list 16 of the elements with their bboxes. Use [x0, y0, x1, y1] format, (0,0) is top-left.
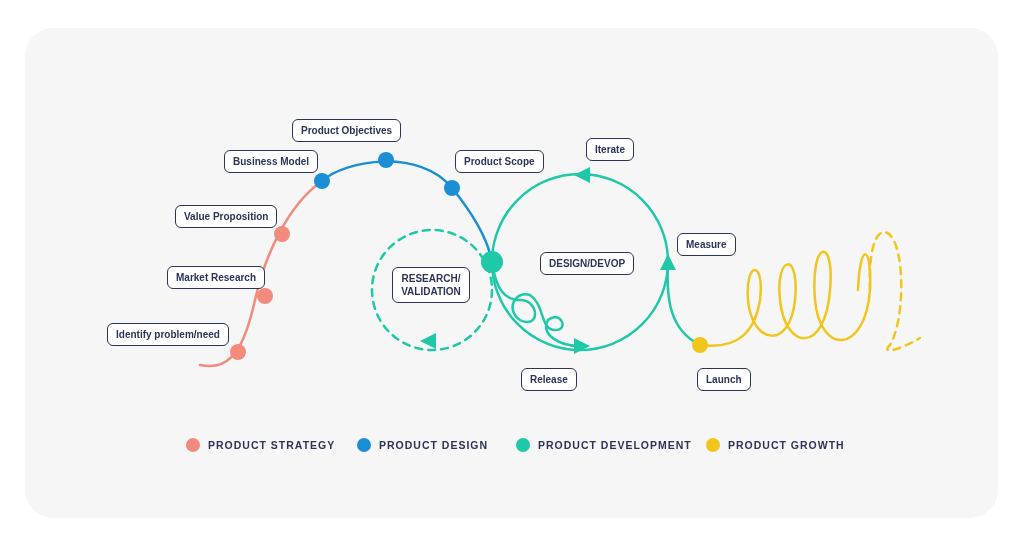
stage-label: Business Model: [224, 150, 319, 173]
stage-label: Identify problem/need: [107, 323, 229, 346]
legend-label: PRODUCT DEVELOPMENT: [538, 439, 692, 451]
stage-label: DESIGN/DEVOP: [540, 252, 635, 275]
stage-label: Value Proposition: [175, 205, 278, 228]
legend-label: PRODUCT GROWTH: [728, 439, 845, 451]
stage-label: Iterate: [586, 138, 634, 161]
legend-label: PRODUCT DESIGN: [379, 439, 489, 451]
stage-label: Release: [521, 368, 577, 391]
stage-label: Launch: [697, 368, 751, 391]
legend-label: PRODUCT STRATEGY: [208, 439, 336, 451]
stage-label: Product Objectives: [292, 119, 402, 142]
stage-label: RESEARCH/ VALIDATION: [392, 267, 470, 303]
stage-label: Product Scope: [455, 150, 544, 173]
stage-label: Market Research: [167, 266, 266, 289]
stage-label: Measure: [677, 233, 736, 256]
